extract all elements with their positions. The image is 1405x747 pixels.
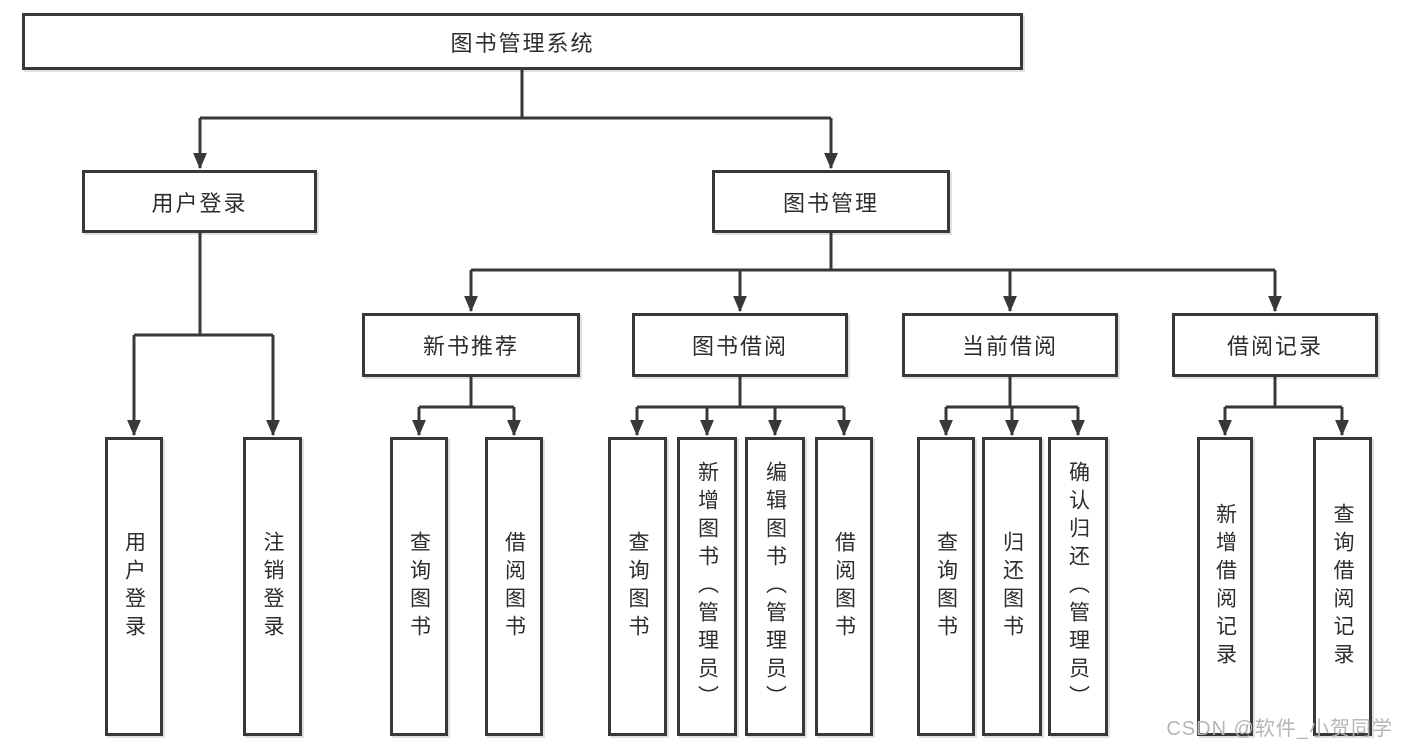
node-label: 注销登录 — [261, 530, 284, 643]
node-label: 用户登录 — [151, 190, 248, 216]
node-label: 查询借阅记录 — [1331, 502, 1354, 671]
node-label: 图书管理 — [782, 190, 879, 216]
leaf-borrow-books: 借阅图书 — [485, 437, 543, 736]
leaf-return-books: 归还图书 — [982, 437, 1042, 736]
leaf-query-borrow-record: 查询借阅记录 — [1313, 437, 1372, 736]
leaf-query-books: 查询图书 — [917, 437, 975, 736]
node-label: 图书管理系统 — [450, 30, 595, 56]
node-label: 借阅图书 — [832, 530, 856, 643]
node-library-management-system: 图书管理系统 — [22, 13, 1023, 70]
node-borrowing-records: 借阅记录 — [1172, 313, 1378, 377]
leaf-add-borrow-record: 新增借阅记录 — [1197, 437, 1253, 736]
node-label: 用户登录 — [122, 530, 146, 643]
leaf-borrow-books: 借阅图书 — [815, 437, 873, 736]
node-label: 图书借阅 — [691, 334, 788, 359]
node-label: 查询图书 — [407, 530, 431, 643]
leaf-add-book-admin: 新增图书（管理员） — [677, 437, 737, 736]
csdn-watermark: CSDN @软件_小贺同学 — [1166, 718, 1393, 740]
node-label: 查询图书 — [934, 530, 958, 643]
node-label: 新书推荐 — [422, 334, 519, 359]
node-current-borrowing: 当前借阅 — [902, 313, 1118, 377]
node-label: 新增图书（管理员） — [695, 460, 719, 713]
node-label: 确认归还（管理员） — [1066, 460, 1090, 713]
leaf-query-books: 查询图书 — [390, 437, 448, 736]
node-label: 新增借阅记录 — [1213, 502, 1237, 671]
leaf-query-books: 查询图书 — [608, 437, 667, 736]
node-label: 借阅图书 — [502, 530, 526, 643]
leaf-confirm-return-admin: 确认归还（管理员） — [1048, 437, 1108, 736]
node-label: 当前借阅 — [961, 334, 1058, 359]
leaf-logout: 注销登录 — [243, 437, 302, 736]
node-user-login: 用户登录 — [82, 170, 317, 233]
node-label: 查询图书 — [626, 530, 649, 643]
leaf-edit-book-admin: 编辑图书（管理员） — [745, 437, 805, 736]
node-new-book-recommendation: 新书推荐 — [362, 313, 580, 377]
node-book-borrowing: 图书借阅 — [632, 313, 848, 377]
node-label: 借阅记录 — [1226, 334, 1323, 359]
node-label: 编辑图书（管理员） — [763, 460, 787, 713]
node-label: 归还图书 — [1000, 530, 1024, 643]
node-book-management: 图书管理 — [712, 170, 950, 233]
leaf-user-login: 用户登录 — [105, 437, 163, 736]
